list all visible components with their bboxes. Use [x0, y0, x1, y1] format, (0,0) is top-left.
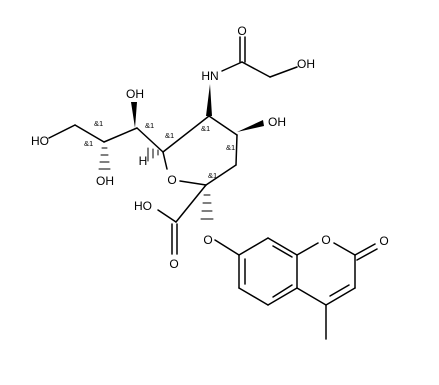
atom-o-lactone: O — [321, 233, 330, 247]
stereo-c5: &1 — [201, 124, 210, 133]
bond-ar-4-inner — [272, 284, 293, 298]
atom-o-ether: O — [203, 233, 212, 247]
atom-oh-side2: OH — [96, 174, 114, 188]
atom-o-top: O — [237, 24, 246, 38]
atom-ho-side3: HO — [31, 134, 49, 148]
bond-c6-c5 — [162, 115, 210, 153]
bond-c3-c4 — [325, 287, 356, 306]
bond-cooh-oh — [157, 209, 177, 223]
bond-c8a-o — [296, 242, 319, 256]
atom-o-carbonyl: O — [379, 234, 388, 248]
atom-labels: O HN OH OH HO OH OH H O HO O O O O — [31, 24, 389, 271]
carbonyl2-double-b — [356, 248, 378, 261]
atom-o-ring: O — [167, 173, 176, 187]
bond-c5-c4 — [208, 115, 238, 136]
atom-h-c6: H — [139, 154, 148, 168]
stereo-c-side2: &1 — [84, 139, 93, 148]
bond-cs2-cs3 — [74, 124, 105, 143]
wedge-c4-oh — [237, 120, 264, 132]
wedge-cs1-oh — [131, 102, 137, 128]
bonds — [48, 36, 378, 340]
bond-ar-2 — [267, 237, 298, 256]
bond-ar-5 — [238, 287, 269, 306]
bond-oether-ar — [214, 239, 240, 256]
bond-c4-c4a — [296, 287, 327, 306]
bond-carbonyl-to-ch2 — [241, 61, 271, 78]
bond-cs3-ho — [48, 124, 76, 139]
stereo-c-side3: &1 — [94, 119, 103, 128]
bond-o-c2 — [333, 242, 356, 256]
carbonyl2-double-a — [354, 243, 376, 256]
atom-oh-glycolyl: OH — [297, 57, 315, 71]
bond-c6-cs1 — [136, 127, 164, 153]
bond-c2-oring — [179, 180, 207, 186]
hash-cs2-oh — [98, 147, 111, 170]
atom-oh-side1: OH — [126, 87, 144, 101]
stereo-c4: &1 — [226, 143, 235, 152]
bond-ar-2-inner — [272, 245, 293, 258]
bond-c3-c4-inner — [329, 284, 350, 297]
bond-ar-4 — [267, 287, 298, 306]
bond-c2-cooh — [175, 184, 207, 223]
hash-c6-h — [147, 147, 159, 162]
atom-ho-acid: HO — [134, 199, 152, 213]
wedge-n-c5 — [206, 84, 212, 116]
bond-ar-1 — [238, 237, 269, 256]
atom-hn: HN — [201, 69, 218, 83]
hash-c2-o-ether — [200, 194, 214, 220]
bond-carbonyl-to-nh — [221, 61, 243, 72]
stereo-labels: &1 &1 &1 &1 &1 &1 &1 — [84, 119, 235, 180]
stereo-c-side1: &1 — [145, 121, 154, 130]
bond-ch2-to-oh — [269, 66, 298, 78]
atom-oh-ring: OH — [268, 115, 286, 129]
atom-o-acid: O — [169, 257, 178, 271]
stereo-c2: &1 — [208, 171, 217, 180]
stereo-c6: &1 — [165, 131, 174, 140]
bond-c4-c3 — [235, 134, 238, 166]
bond-cs1-cs2 — [103, 127, 138, 143]
bond-c3-c2 — [205, 164, 237, 186]
bond-oring-c6 — [162, 151, 168, 170]
